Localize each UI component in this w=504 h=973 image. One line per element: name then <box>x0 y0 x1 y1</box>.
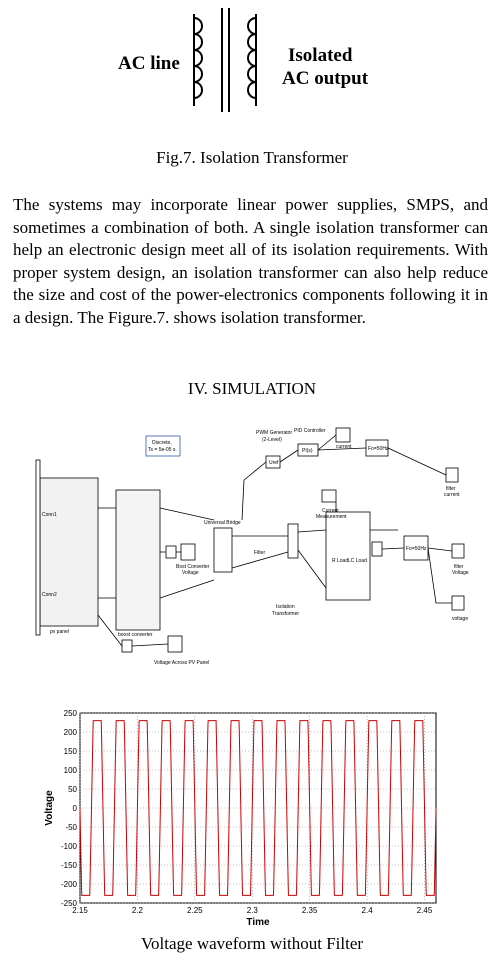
pi-label: PI(s) <box>302 448 313 454</box>
y-tick-label: -100 <box>61 842 78 851</box>
waveform-caption: Voltage waveform without Filter <box>140 934 364 953</box>
x-tick-label: 2.3 <box>247 906 259 915</box>
x-tick-label: 2.2 <box>132 906 144 915</box>
x-tick-label: 2.15 <box>72 906 88 915</box>
r-load-label: R Load <box>332 558 348 564</box>
voltage-waveform-chart: 2.15 2.2 2.25 2.3 2.35 2.4 2.45 250 200 150 100 50 0… <box>44 709 437 928</box>
y-tick-label: -200 <box>61 880 78 889</box>
y-tick-label: 200 <box>64 728 78 737</box>
section-heading: IV. SIMULATION <box>187 379 317 398</box>
lc-load-label: LC Load <box>348 558 367 564</box>
x-axis-label: Time <box>246 917 270 928</box>
voltage-scope-label: voltage <box>452 616 468 622</box>
ac-output-label: AC output <box>282 68 369 89</box>
pwm-label-2: (2-Level) <box>262 437 282 443</box>
universal-bridge-label: Universal Bridge <box>204 520 241 526</box>
pid-label: PID Controller <box>294 428 326 434</box>
fo-upper-label: Fo=50Hz <box>368 446 389 452</box>
y-tick-label: 0 <box>73 804 78 813</box>
y-tick-label: -150 <box>61 861 78 870</box>
x-tick-label: 2.45 <box>417 906 433 915</box>
y-tick-label: 150 <box>64 747 78 756</box>
conn1-label: Conn1 <box>42 512 57 518</box>
ac-line-label: AC line <box>118 53 180 74</box>
current-scope-label: current <box>336 444 352 450</box>
boost-conv-voltage-label-1: Bost Converter <box>176 564 210 570</box>
series-voltage-line <box>79 720 437 896</box>
isolation-label-1: Isolation <box>276 604 295 610</box>
x-tick-label: 2.4 <box>362 906 374 915</box>
isolation-transformer-figure: AC line Isolated AC output <box>118 8 369 112</box>
isolation-label-2: Transformer <box>272 611 299 617</box>
filter-current-label-2: current <box>444 492 460 498</box>
filter-voltage-label-1: filter <box>454 564 464 570</box>
conn2-label: Conn2 <box>42 592 57 598</box>
x-tick-label: 2.35 <box>302 906 318 915</box>
y-axis-label: Voltage <box>44 790 55 826</box>
x-tick-label: 2.25 <box>187 906 203 915</box>
figure-7-caption: Fig.7. Isolation Transformer <box>156 148 348 167</box>
y-tick-label: -50 <box>65 823 77 832</box>
fo-lower-label: Fo=50Hz <box>406 546 427 552</box>
current-meas-label-2: Measurement <box>316 514 347 520</box>
pv-panel-label: pv panel <box>50 629 69 635</box>
boost-converter-label: boost converter <box>118 632 153 638</box>
filter-voltage-label-2: Voltage <box>452 570 469 576</box>
uref-label: Uref <box>269 460 279 466</box>
filter-current-label-1: filter <box>446 486 456 492</box>
y-tick-label: -250 <box>61 899 78 908</box>
body-paragraph: The systems may incorporate linear power… <box>13 195 488 327</box>
ts-label: Ts = 5e-05 s. <box>148 447 177 453</box>
current-meas-label-1: Current <box>322 508 339 514</box>
voltage-across-pv-label: Voltage Across PV Panel <box>154 660 209 666</box>
simulink-model-diagram: Discrete, Ts = 5e-05 s. PWM Generator (2… <box>35 427 469 666</box>
discrete-label: Discrete, <box>152 440 172 446</box>
isolated-label: Isolated <box>288 45 353 66</box>
filter-block-label: Filter <box>254 550 265 556</box>
y-tick-label: 250 <box>64 709 78 718</box>
y-tick-label: 100 <box>64 766 78 775</box>
pwm-label-1: PWM Generator <box>256 430 292 436</box>
y-tick-label: 50 <box>68 785 77 794</box>
boost-conv-voltage-label-2: Voltage <box>182 570 199 576</box>
